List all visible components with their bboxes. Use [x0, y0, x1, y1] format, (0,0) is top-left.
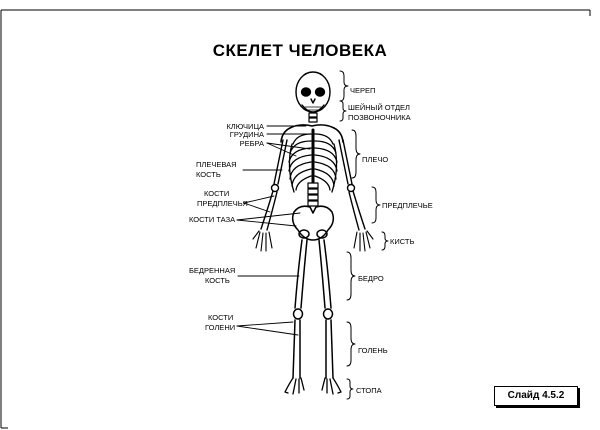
feet	[285, 378, 341, 394]
label-forearm: ПРЕДПЛЕЧЬЕ	[382, 201, 433, 210]
left-arm	[253, 140, 287, 251]
label-foot: СТОПА	[356, 386, 382, 395]
label-thigh: БЕДРО	[358, 274, 384, 283]
label-cervical-2: ПОЗВОНОЧНИКА	[348, 113, 411, 122]
pelvis	[293, 206, 334, 240]
label-cervical-1: ШЕЙНЫЙ ОТДЕЛ	[348, 103, 410, 112]
label-humerus-1: ПЛЕЧЕВАЯ	[196, 160, 237, 169]
label-forearm-bones-2: ПРЕДПЛЕЧЬЯ	[197, 199, 248, 208]
label-forearm-bones-1: КОСТИ	[204, 189, 229, 198]
label-sternum: ГРУДИНА	[200, 130, 264, 139]
cervical-spine	[309, 113, 317, 122]
label-shin-bones-1: КОСТИ	[208, 313, 233, 322]
label-pelvis: КОСТИ ТАЗА	[189, 215, 235, 224]
label-ribs: РЕБРА	[200, 139, 264, 148]
skull	[296, 72, 330, 112]
label-humerus-2: КОСТЬ	[196, 170, 221, 179]
label-shoulder: ПЛЕЧО	[362, 155, 388, 164]
slide-number-badge: Слайд 4.5.2	[494, 386, 578, 406]
lumbar-spine	[308, 183, 318, 206]
label-shin: ГОЛЕНЬ	[358, 346, 388, 355]
label-femur-1: БЕДРЕННАЯ	[189, 266, 235, 275]
label-skull: ЧЕРЕП	[350, 86, 375, 95]
label-femur-2: КОСТЬ	[205, 276, 230, 285]
legs	[293, 240, 333, 378]
label-shin-bones-2: ГОЛЕНИ	[205, 323, 235, 332]
label-hand: КИСТЬ	[390, 237, 414, 246]
